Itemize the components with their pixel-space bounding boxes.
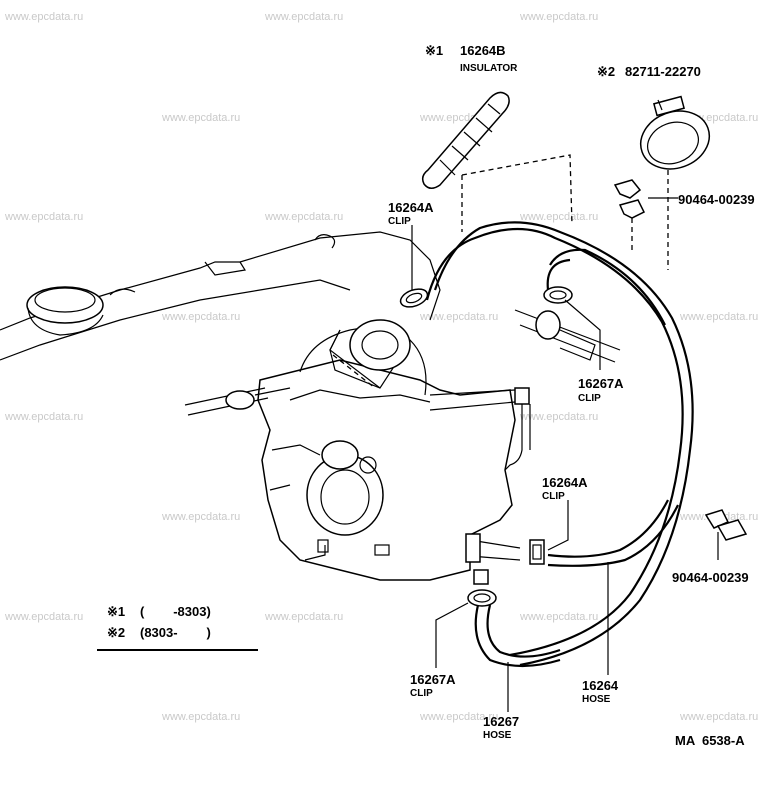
label-hose-16267: 16267 HOSE	[483, 714, 519, 741]
hose-16267	[474, 604, 561, 668]
legend-mark: ※2	[107, 625, 125, 640]
watermark: www.epcdata.ru	[419, 711, 498, 723]
watermark: www.epcdata.ru	[419, 311, 498, 323]
watermark: www.epcdata.ru	[161, 711, 240, 723]
watermark: www.epcdata.ru	[161, 112, 240, 124]
label-clip-16264a-center: 16264A CLIP	[542, 475, 588, 502]
part-number: 16267	[483, 714, 519, 729]
part-number: 16264B	[460, 43, 506, 58]
insulator-part	[421, 91, 510, 189]
part-number: 16264	[582, 678, 619, 693]
label-clip-16264a-upper: 16264A CLIP	[388, 200, 434, 227]
insulator-leader	[461, 154, 573, 226]
clip-16264a-center	[529, 539, 545, 565]
legend-mark: ※1	[107, 604, 125, 619]
part-mark: ※1	[425, 43, 443, 58]
watermark: www.epcdata.ru	[4, 411, 83, 423]
leader-lines	[411, 99, 719, 712]
engine-assembly	[0, 231, 531, 581]
label-clip-16267a-bottom: 16267A CLIP	[410, 672, 456, 699]
label-insulator: ※1 16264B INSULATOR	[425, 43, 518, 74]
label-clip-90464-lower: 90464-00239	[672, 570, 749, 585]
part-number: 16264A	[388, 200, 434, 215]
clip-16264a-upper	[399, 288, 429, 308]
part-number: 16267A	[578, 376, 624, 391]
part-name: CLIP	[578, 393, 601, 404]
watermark: www.epcdata.ru	[519, 611, 598, 623]
figure-code: MA 6538-A	[675, 733, 745, 748]
label-hose-16264: 16264 HOSE	[582, 678, 619, 705]
watermark: www.epcdata.ru	[161, 311, 240, 323]
legend-text: (8303- )	[140, 625, 211, 640]
watermark: www.epcdata.ru	[519, 411, 598, 423]
part-name: CLIP	[410, 688, 433, 699]
watermark: www.epcdata.ru	[679, 311, 758, 323]
clip-16267a-bottom	[467, 569, 497, 607]
watermark: www.epcdata.ru	[4, 211, 83, 223]
part-number: 16267A	[410, 672, 456, 687]
legend: ※1 ( -8303) ※2 (8303- )	[97, 604, 258, 651]
oil-filler-cap	[26, 286, 104, 324]
part-number: 82711-22270	[625, 64, 701, 79]
part-name: CLIP	[542, 491, 565, 502]
watermark: www.epcdata.ru	[519, 11, 598, 23]
part-name: HOSE	[483, 730, 512, 741]
clip-90464-upper	[613, 179, 646, 219]
vacuum-fitting	[514, 309, 621, 363]
legend-text: ( -8303)	[140, 604, 211, 619]
hose-16264	[425, 221, 694, 667]
part-mark: ※2	[597, 64, 615, 79]
clip-16267a-mid	[543, 286, 573, 304]
part-number: 90464-00239	[678, 192, 755, 207]
part-name: CLIP	[388, 216, 411, 227]
part-name: HOSE	[582, 694, 611, 705]
part-number: 90464-00239	[672, 570, 749, 585]
label-clip-90464-upper: 90464-00239	[678, 192, 755, 207]
hose-band-part	[639, 95, 711, 170]
label-clip-16267a-mid: 16267A CLIP	[578, 376, 624, 404]
label-band: ※2 82711-22270	[597, 64, 701, 79]
clip-90464-lower	[704, 509, 748, 541]
watermark: www.epcdata.ru	[519, 211, 598, 223]
watermark: www.epcdata.ru	[679, 711, 758, 723]
watermark: www.epcdata.ru	[264, 11, 343, 23]
watermark: www.epcdata.ru	[4, 611, 83, 623]
part-number: 16264A	[542, 475, 588, 490]
part-name: INSULATOR	[460, 63, 518, 74]
watermark: www.epcdata.ru	[264, 611, 343, 623]
watermark: www.epcdata.ru	[4, 11, 83, 23]
watermark: www.epcdata.ru	[264, 211, 343, 223]
watermark: www.epcdata.ru	[161, 511, 240, 523]
